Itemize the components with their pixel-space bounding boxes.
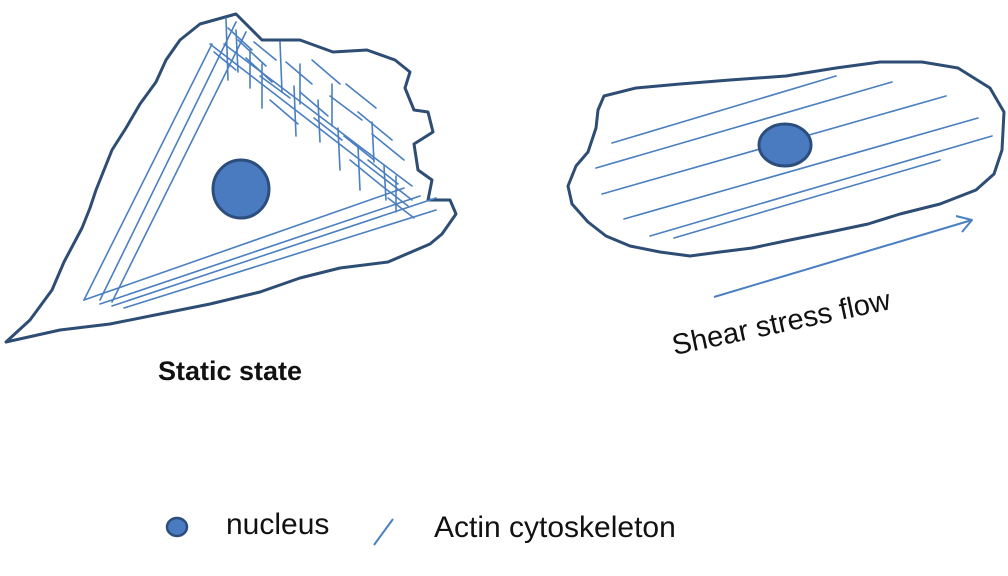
- actin-filament: [329, 95, 363, 121]
- actin-filament: [259, 75, 291, 99]
- actin-filament: [313, 117, 343, 141]
- actin-filament: [357, 111, 393, 141]
- actin-filament: [623, 117, 979, 220]
- actin-filament: [213, 51, 237, 71]
- shear-flow-arrow-shaft: [713, 219, 973, 298]
- stress-fiber: [99, 195, 421, 305]
- actin-filament: [649, 135, 993, 237]
- actin-filament: [285, 61, 313, 85]
- actin-filament: [235, 29, 239, 73]
- actin-filament: [349, 159, 383, 187]
- actin-filament: [371, 121, 375, 163]
- stress-fiber: [209, 43, 413, 201]
- actin-filament: [237, 39, 267, 67]
- legend: [165, 516, 394, 546]
- stress-fiber: [99, 21, 237, 301]
- static-state-label: Static state: [158, 356, 303, 386]
- actin-filament: [279, 41, 283, 93]
- arrowhead-icon: [955, 215, 973, 233]
- sheared-nucleus: [757, 122, 813, 168]
- shear-flow-arrow: [713, 215, 973, 298]
- stress-fiber: [111, 197, 437, 307]
- stress-fiber: [83, 43, 213, 301]
- legend-nucleus-icon: [165, 516, 189, 538]
- actin-filament: [299, 91, 329, 117]
- static-cell: [4, 12, 458, 344]
- actin-filament: [381, 185, 409, 207]
- actin-filament: [225, 17, 229, 81]
- actin-filament: [269, 99, 299, 125]
- legend-nucleus-label: nucleus: [226, 508, 330, 541]
- actin-filament: [367, 159, 399, 185]
- actin-filament: [337, 127, 341, 171]
- actin-filament: [227, 27, 253, 51]
- stress-fiber: [123, 209, 437, 309]
- actin-filament: [345, 83, 377, 109]
- actin-filament: [595, 81, 893, 169]
- sheared-cell: [566, 60, 1006, 298]
- stress-fiber: [111, 31, 247, 303]
- actin-filament: [311, 59, 341, 85]
- static-actin-mesh: [213, 17, 415, 219]
- legend-actin-icon: [373, 518, 394, 546]
- actin-filament: [245, 57, 273, 83]
- stress-fiber: [83, 187, 405, 301]
- actin-filament: [673, 159, 941, 239]
- actin-filament: [293, 85, 297, 137]
- actin-filament: [371, 133, 405, 161]
- static-nucleus: [211, 158, 271, 220]
- actin-filament: [253, 41, 277, 61]
- actin-filament: [343, 135, 375, 161]
- actin-filament: [611, 75, 837, 144]
- actin-filament: [387, 197, 415, 219]
- static-stress-fibers: [83, 21, 437, 309]
- legend-actin-label: Actin cytoskeleton: [434, 511, 676, 544]
- actin-filament: [383, 165, 387, 201]
